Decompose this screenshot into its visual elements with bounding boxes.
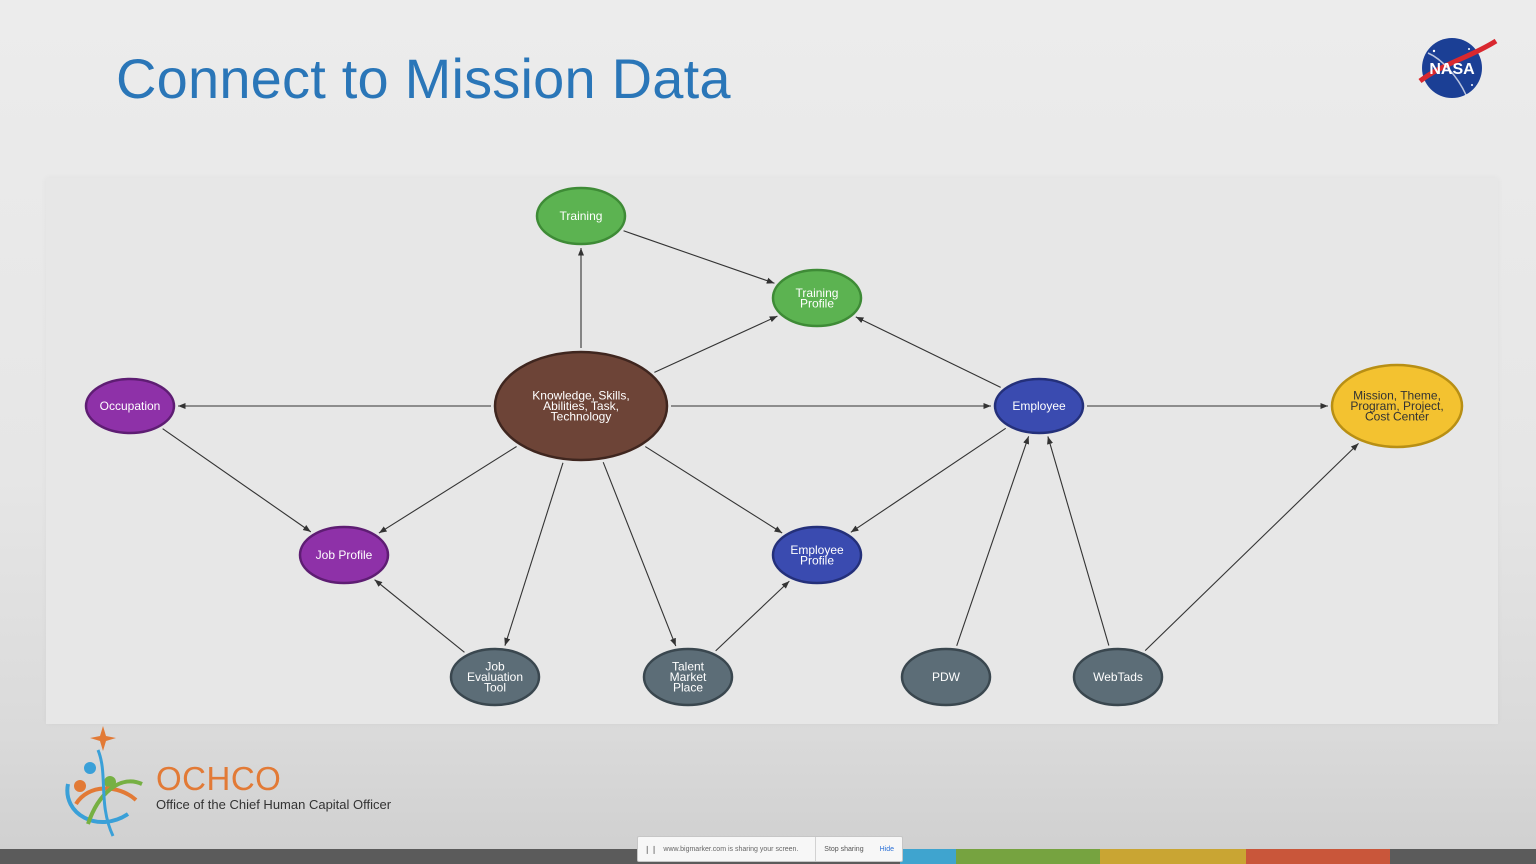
edge-ksat-to-job_profile (378, 446, 517, 534)
node-label: Training (560, 209, 603, 223)
bar-segment-red (1246, 849, 1390, 864)
node-label: Employee (1012, 399, 1066, 413)
nasa-logo-text: NASA (1429, 61, 1475, 78)
node-shape (298, 525, 390, 585)
node-label: Place (673, 681, 703, 695)
node-label: Market (670, 670, 707, 684)
edge-webtads-to-employee (1047, 436, 1110, 646)
node-label: Technology (551, 410, 612, 424)
ochco-name: OCHCO (156, 760, 282, 797)
node-shape (535, 186, 627, 246)
node-webtads: WebTads (1072, 647, 1164, 707)
edge-employee-to-training_profile (855, 316, 1001, 388)
node-label: Knowledge, Skills, (532, 389, 629, 403)
edge-talent_market-to-employee_profile (715, 580, 790, 652)
ochco-logo-icon (65, 726, 143, 837)
edge-job_eval_tool-to-job_profile (374, 579, 465, 653)
node-shape (642, 647, 734, 707)
screen-share-notice: ❙❙ www.bigmarker.com is sharing your scr… (637, 836, 903, 862)
edge-pdw-to-employee (956, 436, 1030, 646)
node-label: Tool (484, 681, 506, 695)
node-occupation: Occupation (84, 377, 176, 435)
relationship-diagram: TrainingTrainingProfileOccupationKnowled… (84, 186, 1464, 707)
bar-segment-green (956, 849, 1100, 864)
node-shape (1072, 647, 1164, 707)
node-shape (493, 350, 669, 462)
node-label: Program, Project, (1350, 399, 1443, 413)
node-label: Talent (672, 660, 705, 674)
hide-button[interactable]: Hide (879, 845, 894, 853)
node-label: Profile (800, 553, 834, 567)
node-label: Mission, Theme, (1353, 389, 1441, 403)
node-label: Occupation (100, 399, 161, 413)
nasa-logo-icon: NASA (1418, 38, 1498, 98)
node-label: WebTads (1093, 670, 1143, 684)
node-label: PDW (932, 670, 961, 684)
edge-training-to-training_profile (623, 230, 775, 284)
node-label: Employee (790, 543, 844, 557)
node-shape (900, 647, 992, 707)
edge-occupation-to-job_profile (162, 428, 312, 533)
edge-ksat-to-talent_market (602, 462, 677, 647)
bar-segment-blue (900, 849, 956, 864)
node-shape (771, 525, 863, 585)
node-mission: Mission, Theme,Program, Project,Cost Cen… (1330, 363, 1464, 449)
node-shape (84, 377, 176, 435)
node-pdw: PDW (900, 647, 992, 707)
node-label: Job (485, 660, 505, 674)
bar-segment-yellow (1100, 849, 1246, 864)
node-label: Evaluation (467, 670, 523, 684)
node-employee: Employee (993, 377, 1085, 435)
stop-sharing-button[interactable]: Stop sharing (815, 837, 871, 861)
node-label: Job Profile (316, 548, 373, 562)
edge-employee-to-employee_profile (850, 427, 1007, 533)
slide-title: Connect to Mission Data (116, 47, 731, 110)
node-job-profile: Job Profile (298, 525, 390, 585)
share-message: www.bigmarker.com is sharing your screen… (663, 845, 799, 853)
node-shape (771, 268, 863, 328)
pause-icon: ❙❙ (644, 844, 658, 854)
node-training: Training (535, 186, 627, 246)
node-ksat: Knowledge, Skills,Abilities, Task,Techno… (493, 350, 669, 462)
ochco-subtitle: Office of the Chief Human Capital Office… (156, 797, 392, 812)
edge-ksat-to-training_profile (654, 315, 778, 373)
node-label: Cost Center (1365, 410, 1429, 424)
edge-ksat-to-job_eval_tool (504, 462, 564, 646)
node-label: Abilities, Task, (543, 399, 619, 413)
node-label: Training (796, 286, 839, 300)
node-shape (993, 377, 1085, 435)
node-shape (449, 647, 541, 707)
node-shape (1330, 363, 1464, 449)
node-label: Profile (800, 296, 834, 310)
edge-ksat-to-employee_profile (644, 446, 783, 534)
edge-webtads-to-mission (1144, 442, 1359, 652)
